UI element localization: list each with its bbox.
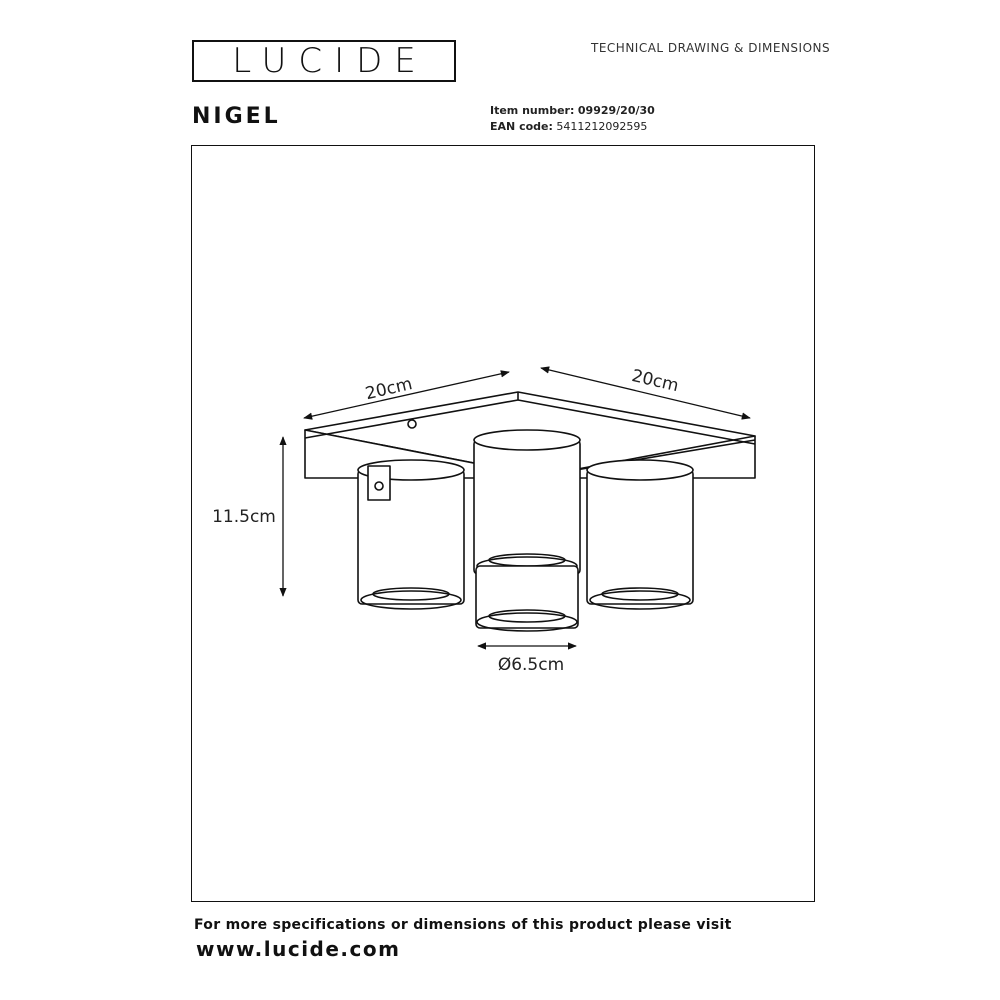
- ean-value: 5411212092595: [556, 120, 648, 133]
- ean-code: EAN code: 5411212092595: [490, 120, 647, 133]
- spotlight-front-lower: [475, 565, 579, 629]
- product-name: NIGEL: [192, 104, 281, 129]
- dimension-diameter: Ø6.5cm: [498, 655, 564, 675]
- brand-logo: LUCIDE: [192, 40, 456, 82]
- footer-note: For more specifications or dimensions of…: [194, 917, 732, 933]
- dimension-width-left: 20cm: [363, 374, 414, 404]
- dimension-line-width-left: [303, 370, 510, 420]
- spotlight-right: [586, 469, 694, 605]
- item-number-value: 09929/20/30: [577, 104, 655, 117]
- dimension-line-width-right: [540, 366, 751, 420]
- item-number: Item number: 09929/20/30: [490, 104, 655, 117]
- dimension-height: 11.5cm: [212, 507, 276, 527]
- ean-label: EAN code:: [490, 120, 553, 133]
- swivel-screw-icon: [374, 481, 384, 491]
- drawing-frame: [191, 145, 815, 902]
- document-type: TECHNICAL DRAWING & DIMENSIONS: [591, 41, 831, 55]
- website-link[interactable]: www.lucide.com: [196, 937, 401, 961]
- screw-icon: [407, 419, 417, 429]
- brand-logo-text: LUCIDE: [232, 41, 428, 81]
- item-number-label: Item number:: [490, 104, 575, 117]
